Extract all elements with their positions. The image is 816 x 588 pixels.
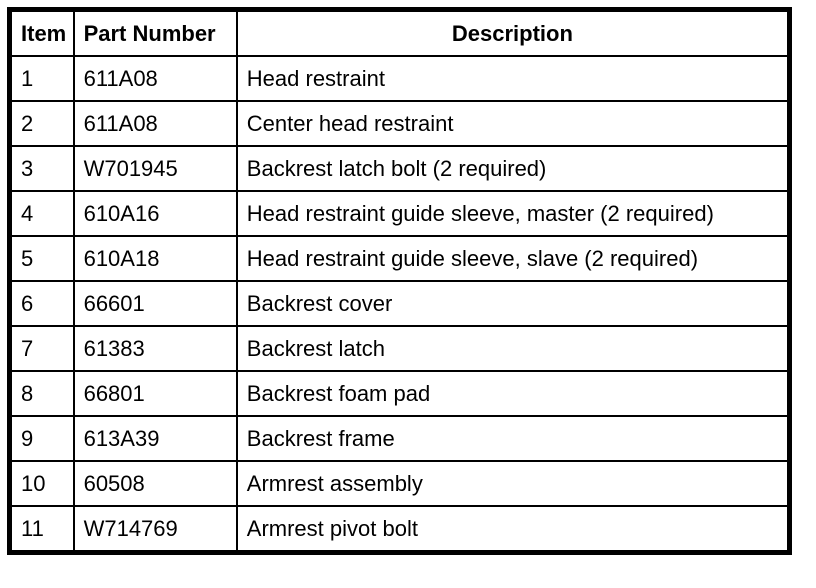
column-header-item: Item: [8, 8, 75, 57]
table-row: 5 610A18 Head restraint guide sleeve, sl…: [8, 235, 791, 282]
column-header-part-number: Part Number: [72, 8, 238, 57]
cell-description: Center head restraint: [235, 100, 791, 147]
table-header-row: Item Part Number Description: [8, 8, 791, 57]
cell-item: 7: [8, 325, 75, 372]
cell-part-number: 66601: [72, 280, 238, 327]
parts-table: Item Part Number Description 1 611A08 He…: [7, 7, 792, 555]
cell-part-number: W701945: [72, 145, 238, 192]
table-row: 6 66601 Backrest cover: [8, 280, 791, 327]
table-row: 1 611A08 Head restraint: [8, 55, 791, 102]
table-row: 4 610A16 Head restraint guide sleeve, ma…: [8, 190, 791, 237]
cell-item: 3: [8, 145, 75, 192]
cell-item: 9: [8, 415, 75, 462]
cell-description: Armrest assembly: [235, 460, 791, 507]
cell-part-number: 66801: [72, 370, 238, 417]
cell-part-number: 60508: [72, 460, 238, 507]
cell-description: Head restraint guide sleeve, master (2 r…: [235, 190, 791, 237]
cell-item: 4: [8, 190, 75, 237]
column-header-description: Description: [235, 8, 791, 57]
cell-part-number: 61383: [72, 325, 238, 372]
cell-description: Head restraint: [235, 55, 791, 102]
cell-item: 8: [8, 370, 75, 417]
cell-description: Backrest foam pad: [235, 370, 791, 417]
table-row: 7 61383 Backrest latch: [8, 325, 791, 372]
table-row: 10 60508 Armrest assembly: [8, 460, 791, 507]
table-row: 2 611A08 Center head restraint: [8, 100, 791, 147]
cell-item: 5: [8, 235, 75, 282]
cell-part-number: W714769: [72, 505, 238, 554]
cell-item: 1: [8, 55, 75, 102]
cell-item: 11: [8, 505, 75, 554]
cell-part-number: 613A39: [72, 415, 238, 462]
cell-part-number: 610A16: [72, 190, 238, 237]
cell-description: Backrest latch: [235, 325, 791, 372]
cell-description: Backrest cover: [235, 280, 791, 327]
parts-table-container: Item Part Number Description 1 611A08 He…: [7, 7, 792, 555]
cell-description: Head restraint guide sleeve, slave (2 re…: [235, 235, 791, 282]
cell-part-number: 611A08: [72, 55, 238, 102]
cell-item: 6: [8, 280, 75, 327]
table-row: 9 613A39 Backrest frame: [8, 415, 791, 462]
cell-description: Backrest frame: [235, 415, 791, 462]
cell-item: 10: [8, 460, 75, 507]
cell-part-number: 611A08: [72, 100, 238, 147]
table-row: 8 66801 Backrest foam pad: [8, 370, 791, 417]
cell-part-number: 610A18: [72, 235, 238, 282]
cell-description: Backrest latch bolt (2 required): [235, 145, 791, 192]
cell-description: Armrest pivot bolt: [235, 505, 791, 554]
cell-item: 2: [8, 100, 75, 147]
table-row: 11 W714769 Armrest pivot bolt: [8, 505, 791, 554]
table-row: 3 W701945 Backrest latch bolt (2 require…: [8, 145, 791, 192]
